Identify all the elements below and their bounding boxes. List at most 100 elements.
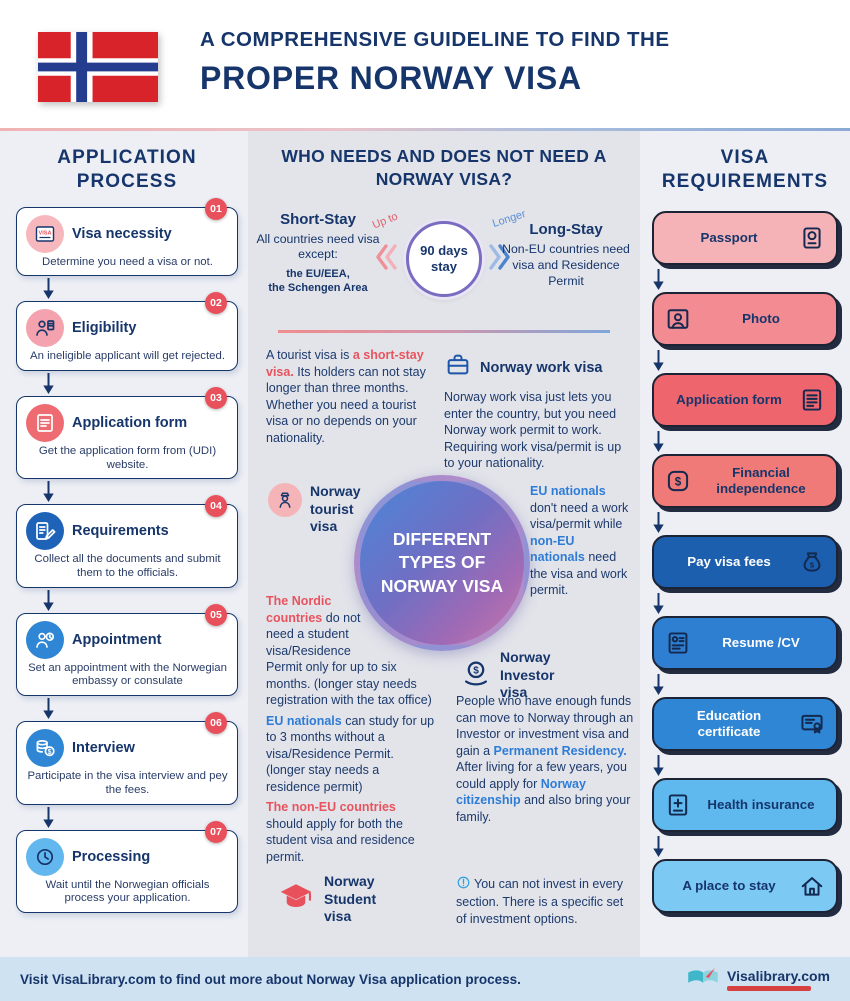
title-line2: PROPER NORWAY VISA	[200, 60, 582, 96]
step-card: 06 $ Interview Participate in the visa i…	[16, 712, 238, 805]
flow-arrow-down	[42, 278, 238, 300]
requirement-wrap: Passport	[652, 210, 838, 292]
requirement-item: Resume /CV	[652, 615, 838, 670]
requirement-label: Passport	[700, 229, 758, 245]
norway-flag-icon	[38, 32, 158, 102]
step-card: 05 Appointment Set an appointment with t…	[16, 603, 238, 697]
header-divider	[0, 128, 850, 131]
brand-tagline-bar	[727, 985, 812, 991]
health-icon	[664, 791, 692, 819]
requirement-item: Application form	[652, 372, 838, 427]
tourist-visa-paragraph: A tourist visa is a short-stay visa. Its…	[266, 348, 426, 445]
visa-icon: VISA	[26, 214, 64, 253]
short-stay-block: Short-Stay All countries need visa excep…	[254, 211, 382, 295]
house-icon	[798, 872, 826, 900]
form-icon	[26, 404, 64, 442]
visa-requirements-title: VISA REQUIREMENTS	[661, 147, 829, 193]
who-needs-visa-title: WHO NEEDS AND DOES NOT NEED A NORWAY VIS…	[281, 146, 607, 189]
chevron-left-icon	[374, 243, 398, 276]
student-paragraph-3: The non-EU countries should apply for bo…	[266, 800, 415, 864]
briefcase-icon	[444, 351, 472, 384]
graduation-cap-icon	[278, 879, 314, 920]
step-number-badge: 05	[205, 603, 227, 626]
step-description: Wait until the Norwegian officials proce…	[45, 878, 210, 905]
step-number-badge: 07	[205, 820, 227, 843]
requirement-label: A place to stay	[682, 877, 776, 893]
step-card: 07 Processing Wait until the Norwegian o…	[16, 820, 238, 913]
step-number-badge: 06	[205, 712, 227, 735]
student-paragraph-2: EU nationals can study for up to 3 month…	[266, 713, 435, 794]
short-stay-line1: All countries need visa except:	[256, 232, 380, 262]
step-number-badge: 03	[205, 387, 227, 409]
flow-arrow-down	[652, 835, 838, 857]
step-title: Appointment	[72, 631, 162, 648]
requirement-wrap: Application form	[652, 372, 838, 454]
photo-icon	[664, 305, 692, 333]
ninety-days-circle: 90 days stay	[406, 221, 482, 297]
appointment-icon	[26, 620, 64, 659]
step-number-badge: 02	[205, 292, 227, 315]
investor-icon: $	[460, 657, 492, 694]
norway-tourist-visa-label: Norway tourist visa	[268, 483, 372, 536]
step-description: An ineligible applicant will get rejecte…	[29, 350, 226, 363]
requirement-label: Health insurance	[707, 796, 815, 812]
requirement-item: Photo	[652, 291, 838, 346]
resume-icon	[664, 629, 692, 657]
requirement-label: Education certificate	[696, 708, 762, 739]
step-number-badge: 01	[205, 197, 227, 220]
footer: Visit VisaLibrary.com to find out more a…	[0, 957, 850, 1001]
visa-types-circle-label: DIFFERENT TYPES OF NORWAY VISA	[380, 528, 504, 596]
step-card: 02 Eligibility An ineligible applicant w…	[16, 292, 238, 371]
visalibrary-logo: Visalibrary.com	[686, 967, 830, 991]
step-card: 04 Requirements Collect all the document…	[16, 495, 238, 588]
requirement-item: Financial independence $	[652, 453, 838, 508]
svg-text:$: $	[810, 560, 815, 569]
application-process-column: APPLICATION PROCESS 01 VISA Visa necessi…	[16, 146, 238, 913]
step-title: Interview	[72, 740, 135, 757]
fees-icon: $	[798, 548, 826, 576]
work-visa-paragraph-2-text: EU nationals don't need a work visa/perm…	[530, 484, 629, 597]
svg-text:$: $	[48, 749, 52, 756]
investor-visa-label-text: Norway Investor visa	[500, 649, 555, 700]
flow-arrow-down	[42, 698, 238, 720]
tourist-visa-label-text: Norway tourist visa	[310, 483, 361, 534]
norway-investor-visa-label: $ Norway Investor visa	[460, 649, 582, 702]
processing-icon	[26, 837, 64, 876]
investor-note: You can not invest in every section. The…	[456, 875, 624, 926]
long-stay-block: Long-Stay Non-EU countries need visa and…	[500, 221, 632, 290]
svg-text:$: $	[675, 475, 682, 488]
footer-text: Visit VisaLibrary.com to find out more a…	[20, 971, 521, 987]
visalibrary-logo-icon	[688, 967, 718, 983]
ninety-days-label: 90 days stay	[420, 243, 468, 274]
requirement-wrap: Health insurance	[652, 777, 838, 859]
step-description: Set an appointment with the Norwegian em…	[28, 661, 227, 688]
work-visa-title: Norway work visa	[480, 359, 603, 376]
step-wrap: 06 $ Interview Participate in the visa i…	[16, 712, 238, 829]
passport-icon	[798, 224, 826, 252]
step-description: Get the application form from (UDI) webs…	[38, 445, 217, 471]
svg-text:VISA: VISA	[38, 230, 51, 236]
section-divider	[278, 330, 610, 333]
info-icon	[456, 875, 471, 894]
investor-visa-paragraph: People who have enough funds can move to…	[456, 694, 634, 824]
student-paragraph-1: The Nordic countries do not need a stude…	[266, 594, 432, 707]
work-visa-paragraph-1: Norway work visa just lets you enter the…	[444, 390, 622, 470]
tourist-icon	[268, 483, 302, 517]
flow-arrow-down	[42, 806, 238, 829]
header: A COMPREHENSIVE GUIDELINE TO FIND THE PR…	[0, 0, 850, 128]
short-stay-title: Short-Stay	[280, 211, 356, 228]
step-wrap: 04 Requirements Collect all the document…	[16, 495, 238, 612]
eligibility-icon	[26, 309, 64, 348]
chevron-right-icon	[488, 243, 512, 276]
requirement-wrap: Pay visa fees $	[652, 534, 838, 616]
requirement-wrap: Education certificate	[652, 696, 838, 778]
step-title: Eligibility	[72, 320, 137, 337]
step-wrap: 07 Processing Wait until the Norwegian o…	[16, 820, 238, 913]
requirement-wrap: A place to stay	[652, 858, 838, 913]
requirement-item: Passport	[652, 210, 838, 265]
student-visa-label-text: Norway Student visa	[324, 873, 377, 924]
requirement-label: Pay visa fees	[687, 553, 771, 569]
requirement-label: Resume /CV	[722, 634, 800, 650]
norway-student-visa-label: Norway Student visa	[278, 873, 402, 926]
